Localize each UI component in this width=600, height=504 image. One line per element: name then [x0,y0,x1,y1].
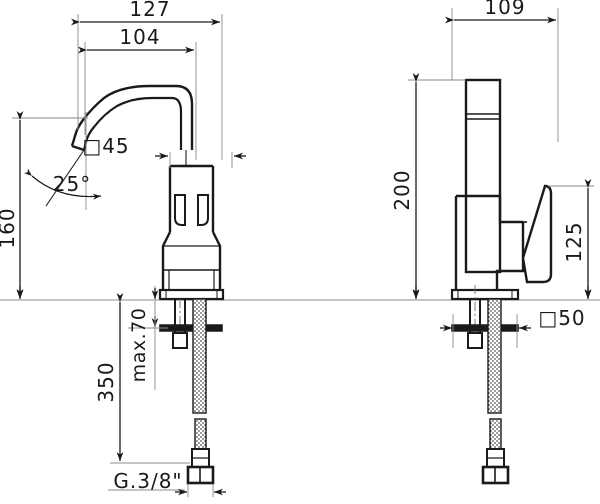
dimension-label-200: 200 [390,169,414,210]
mixer-body-front [158,164,225,301]
counter-line-arrow-markers [16,286,592,299]
mixer-body-side [450,78,553,301]
front-view [70,84,225,485]
dimension-thread-size: G.3/8" [108,469,226,497]
dimension-label-25-degrees: 25° [53,172,91,196]
dimension-label-thread: G.3/8" [113,469,182,493]
dimension-label-350: 350 [94,361,118,402]
dimension-square-45: □45 [82,134,246,168]
dimension-160: 160 [0,111,88,298]
dimension-max-70: max.70 [128,286,168,390]
dimension-200: 200 [390,73,466,298]
dimension-125: 125 [548,179,594,298]
dimension-label-square-45: □45 [82,134,129,158]
dimension-label-160: 160 [0,207,19,248]
dimension-label-square-50: □50 [538,306,585,330]
dimension-label-max-70: max.70 [128,308,150,383]
under-counter-assembly-front [159,298,223,485]
dimension-label-109: 109 [484,0,525,19]
dimension-104: 104 [78,25,197,160]
dimension-109: 109 [445,0,559,142]
side-view [450,78,553,485]
spout-outline [70,84,194,165]
dimension-label-104: 104 [119,25,160,49]
dimension-350: 350 [94,293,190,464]
dimension-label-127: 127 [129,0,170,21]
dimension-25-degrees: 25° [23,112,102,210]
dimension-square-50: □50 [440,306,585,348]
dimension-label-125: 125 [562,221,586,262]
under-counter-assembly-side [451,285,519,485]
dimension-127: 127 [71,0,223,160]
